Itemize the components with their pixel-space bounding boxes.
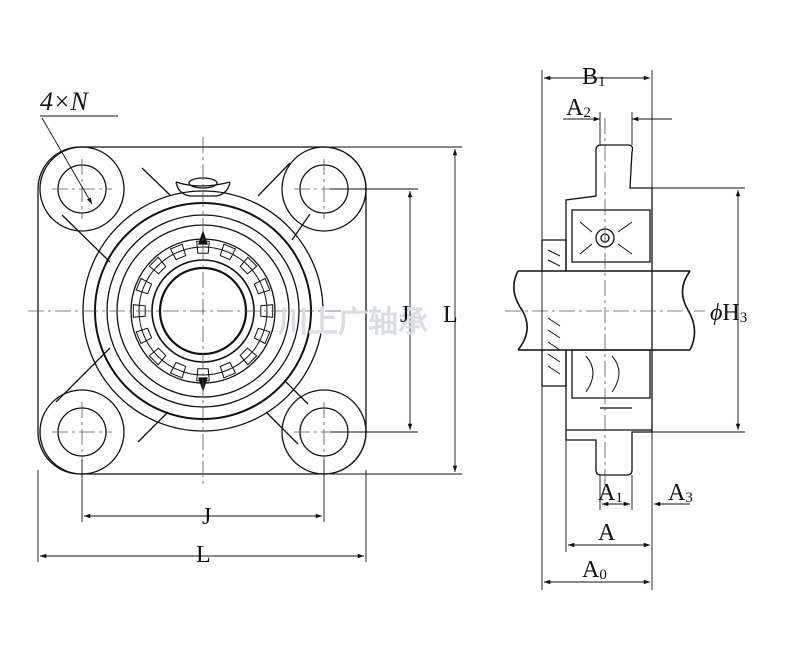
side-dimensions: [541, 70, 745, 590]
hole-leader: [41, 117, 93, 205]
label-holes: 4×N: [40, 87, 90, 116]
label-J-horizontal: J: [202, 504, 211, 530]
label-A0: A0: [582, 557, 607, 583]
side-view: [513, 144, 696, 476]
collar-tooth: [253, 327, 271, 345]
collar-tooth: [196, 240, 210, 254]
collar-tooth: [135, 277, 153, 295]
collar-tooth: [196, 368, 210, 382]
collar-tooth: [219, 361, 237, 379]
collar-tooth: [169, 243, 187, 261]
label-A2: A2: [566, 95, 591, 121]
collar-tooth: [148, 347, 167, 366]
front-dimensions: [37, 115, 462, 562]
housing-outline: [37, 146, 367, 475]
label-J-vertical: J: [400, 302, 409, 328]
locking-collar: [541, 239, 567, 387]
label-L-horizontal: L: [196, 542, 211, 568]
label-A: A: [598, 520, 616, 546]
collar-tooth: [169, 361, 187, 379]
label-B1: B1: [582, 64, 606, 90]
collar-tooth: [239, 256, 258, 275]
collar-tooth: [135, 327, 153, 345]
collar-tooth: [132, 304, 146, 318]
front-center-lines: [28, 137, 380, 484]
housing-flange: [565, 144, 653, 476]
label-H3: ϕH3: [710, 300, 747, 326]
collar-tooth: [260, 304, 274, 318]
label-A3: A3: [668, 480, 693, 506]
label-L-vertical: L: [443, 302, 458, 328]
collar-tooth: [239, 347, 258, 366]
label-A1: A1: [598, 480, 623, 506]
bolt-boss-top-left: [39, 146, 125, 232]
collar-tooth: [253, 277, 271, 295]
collar-tooth: [148, 256, 167, 275]
collar-teeth: [132, 240, 274, 382]
collar-fins: [547, 249, 561, 375]
side-center-lines: [505, 118, 705, 490]
watermark: 川上广轴承: [278, 305, 428, 340]
shaft: [513, 270, 696, 351]
bearing-section: [571, 209, 651, 263]
collar-tooth: [219, 243, 237, 261]
